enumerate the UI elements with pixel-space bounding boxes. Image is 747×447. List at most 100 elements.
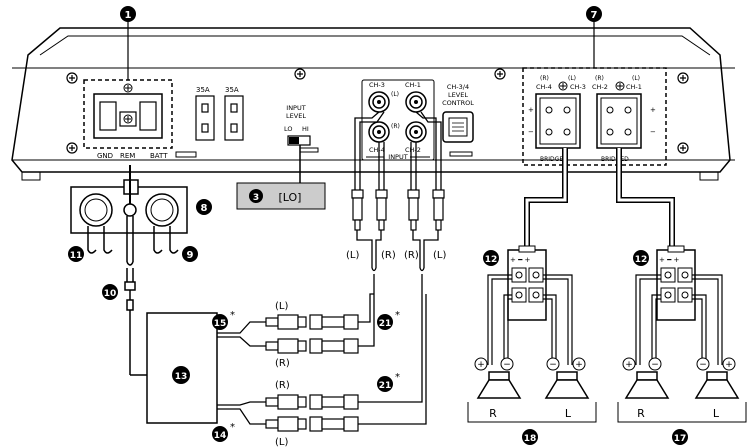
- power-cable-block: [70, 165, 188, 234]
- speaker-icons: [476, 371, 740, 399]
- fuse-b-label: 35A: [225, 86, 239, 94]
- input-level-switch: INPUT LEVEL LO HI: [284, 104, 319, 183]
- src-label-l-top: (L): [275, 301, 288, 312]
- rca-jack-icon: [405, 121, 427, 143]
- cable-label-l1: (L): [346, 250, 359, 261]
- callout-3: 3: [249, 189, 263, 203]
- svg-text:18: 18: [524, 434, 537, 444]
- speaker-label-r-left: R: [489, 407, 497, 420]
- rca-adapter-icon: [309, 394, 359, 410]
- rca-jack-icon: [405, 91, 427, 113]
- speaker-label-l-right: L: [713, 407, 720, 420]
- terminal-screw-icon: [123, 114, 133, 124]
- bridged-label-1: BRIDGED: [540, 156, 568, 163]
- callout-13: 13: [172, 366, 190, 384]
- power-terminal: GND REM BATT: [83, 79, 197, 160]
- screw-icon: [677, 142, 689, 154]
- callout-17: 17: [672, 429, 688, 445]
- cable-label-r1: (R): [381, 250, 396, 261]
- fuse-a-label: 35A: [196, 86, 210, 94]
- rca-plug-icon: [375, 189, 388, 231]
- polarity-symbols: +− −+ +− −+: [477, 360, 733, 370]
- speaker-label-l-left: L: [565, 407, 572, 420]
- callout-21-top: 21: [377, 314, 393, 330]
- svg-text:14: 14: [214, 431, 227, 441]
- svg-text:−: −: [503, 360, 511, 370]
- cable-labels: (L) (R) (R) (L) (L) (R) (R) (L): [275, 250, 446, 447]
- rca-ch4-label: CH-4: [369, 146, 385, 154]
- rca-plug-icon: [265, 394, 307, 410]
- svg-text:+: +: [625, 360, 633, 370]
- svg-text:+: +: [575, 360, 583, 370]
- svg-text:12: 12: [635, 255, 648, 265]
- rca-ch2-label: CH-2: [405, 146, 421, 154]
- cable-label-r2: (R): [404, 250, 419, 261]
- rca-r-label: (R): [391, 123, 400, 130]
- polarity-marks: [474, 357, 736, 371]
- bridged-label-2: BRIDGED: [601, 156, 629, 163]
- screw-icon: [66, 142, 78, 154]
- callout-1: 1: [120, 6, 136, 22]
- svg-text:13: 13: [175, 372, 188, 382]
- asterisk-21-bottom: *: [395, 372, 400, 383]
- terminal-screw-icon: [615, 81, 625, 91]
- level-control-line1: CH-3/4: [447, 83, 469, 91]
- callout-11: 11: [68, 246, 84, 262]
- rca-input-panel: CH-3 CH-1 (L) (R) CH-4 CH-2 INPUT: [361, 79, 435, 161]
- svg-text:+: +: [725, 360, 733, 370]
- svg-text:+ ━ +: + ━ +: [510, 256, 531, 264]
- src-label-r-top: (R): [275, 358, 290, 369]
- rca-adapter-icon: [309, 416, 359, 432]
- speaker-icon: [694, 371, 740, 399]
- screw-icon: [494, 68, 506, 80]
- callout-18: 18: [522, 429, 538, 445]
- terminal-screw-icon: [558, 81, 568, 91]
- svg-text:+ ━ +: + ━ +: [659, 256, 680, 264]
- svg-text:1: 1: [125, 10, 132, 21]
- gnd-label: GND: [97, 152, 113, 160]
- svg-text:15: 15: [214, 319, 227, 329]
- speaker-icon: [624, 371, 670, 399]
- callout-10: 10: [102, 284, 118, 300]
- plus-mark: +: [528, 106, 534, 114]
- rca-adapter-icon: [309, 314, 359, 330]
- svg-text:21: 21: [379, 381, 392, 391]
- speaker-icon: [476, 371, 522, 399]
- callout-15: 15: [212, 314, 228, 330]
- minus-mark: −: [528, 128, 534, 136]
- source-rca-plugs: [265, 314, 307, 432]
- svg-text:10: 10: [104, 289, 117, 299]
- svg-text:3: 3: [253, 193, 259, 203]
- out-ch3-label: CH-3: [570, 83, 586, 91]
- rca-plug-icon: [351, 189, 364, 231]
- asterisk-21-top: *: [395, 310, 400, 321]
- rca-jack-icon: [368, 91, 390, 113]
- screw-icons: [66, 68, 689, 154]
- rca-adapter-icon: [309, 338, 359, 354]
- level-control-line2: LEVEL: [448, 91, 468, 99]
- svg-text:7: 7: [591, 10, 598, 21]
- speaker-icon: [544, 371, 590, 399]
- out-l2-label: (L): [632, 75, 640, 82]
- callout-21-bottom: 21: [377, 376, 393, 392]
- speaker-label-r-right: R: [637, 407, 645, 420]
- out-r1-label: (R): [540, 75, 549, 82]
- speaker-output-terminals: (R) (L) (R) (L) CH-4 CH-3 CH-2 CH-1 + − …: [522, 67, 667, 166]
- speaker-label-brackets: [467, 402, 747, 423]
- out-ch2-label: CH-2: [592, 83, 608, 91]
- input-level-setting: [LO]: [279, 191, 302, 204]
- input-level-title-1: INPUT: [286, 104, 305, 112]
- rca-ch3-label: CH-3: [369, 81, 385, 89]
- rca-input-label: INPUT: [388, 153, 407, 161]
- terminal-screw-icons: [545, 106, 632, 136]
- fuse-holders: 35A 35A: [195, 86, 244, 141]
- rca-plug-icon: [265, 314, 307, 330]
- svg-text:8: 8: [201, 203, 208, 214]
- screw-icon: [66, 72, 78, 84]
- input-level-lo: LO: [284, 125, 293, 133]
- level-control: CH-3/4 LEVEL CONTROL: [442, 83, 474, 157]
- terminal-screw-icon: [123, 83, 133, 93]
- src-label-l-bottom: (L): [275, 437, 288, 447]
- screw-icon: [677, 72, 689, 84]
